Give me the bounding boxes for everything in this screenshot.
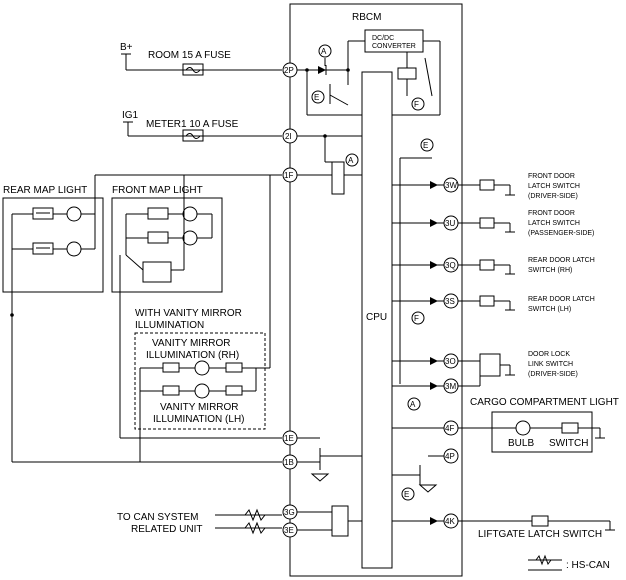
marker-f-1	[411, 97, 425, 111]
front-driver-label-2: LATCH SWITCH	[528, 183, 580, 190]
ig1-label: IG1	[122, 110, 139, 121]
switch-rear-lh	[479, 295, 495, 307]
vanity-mirror-box	[134, 332, 266, 430]
liftgate-switch	[531, 515, 549, 527]
rbcm-title: RBCM	[352, 12, 381, 23]
marker-a-1-label: A	[321, 47, 327, 56]
pin-4k-label: 4K	[445, 517, 455, 526]
marker-f-2-label: F	[414, 314, 419, 323]
marker-e-3	[401, 487, 415, 501]
door-lock-label-1: DOOR LOCK	[528, 351, 570, 358]
marker-e-1	[311, 90, 325, 104]
pin-3s-label: 3S	[445, 297, 455, 306]
marker-e-1-label: E	[314, 93, 319, 102]
cargo-title: CARGO COMPARTMENT LIGHT	[470, 397, 619, 408]
pin-3q-label: 3Q	[445, 261, 456, 270]
pin-3e-label: 3E	[284, 526, 294, 535]
vanity-title-1: WITH VANITY MIRROR	[135, 308, 242, 319]
rear-bulb-1	[66, 206, 82, 222]
marker-a-1	[318, 44, 332, 58]
front-driver-label-1: FRONT DOOR	[528, 173, 575, 180]
marker-f-2	[411, 311, 425, 325]
pin-3o-label: 3O	[445, 357, 456, 366]
switch-door-lock	[479, 353, 501, 377]
pin-3u-label: 3U	[445, 219, 455, 228]
front-pass-label-3: (PASSENGER-SIDE)	[528, 230, 594, 237]
can-label-1: TO CAN SYSTEM	[117, 512, 199, 523]
liftgate-label: LIFTGATE LATCH SWITCH	[478, 529, 602, 540]
marker-e-2-label: E	[423, 141, 428, 150]
rear-map-light-label: REAR MAP LIGHT	[3, 185, 87, 196]
marker-a-2-label: A	[348, 156, 354, 165]
vanity-title-2: ILLUMINATION	[135, 320, 204, 331]
pin-1b-label: 1B	[284, 458, 294, 467]
rear-map-light-box	[2, 197, 104, 293]
meter-fuse-label: METER1 10 A FUSE	[146, 119, 239, 130]
door-lock-label-3: (DRIVER-SIDE)	[528, 371, 578, 378]
vanity-rh-label-1: VANITY MIRROR	[152, 338, 231, 349]
front-map-light-box	[111, 197, 223, 293]
front-bulb-1	[182, 206, 198, 222]
dcdc-label-2: CONVERTER	[372, 43, 416, 50]
pin-1f-label: 1F	[284, 171, 293, 180]
room-fuse-label: ROOM 15 A FUSE	[148, 50, 231, 61]
cargo-light-box	[491, 411, 593, 453]
rear-lh-label-1: REAR DOOR LATCH	[528, 296, 595, 303]
cargo-bulb	[515, 420, 531, 436]
pin-4f-label: 4F	[445, 424, 454, 433]
marker-a-3-label: A	[410, 400, 416, 409]
marker-e-3-label: E	[404, 490, 409, 499]
rbcm-box	[289, 3, 463, 577]
cpu-label: CPU	[366, 312, 387, 323]
dcdc-label-1: DC/DC	[372, 35, 394, 42]
rear-rh-label-2: SWITCH (RH)	[528, 267, 572, 274]
can-label-2: RELATED UNIT	[131, 524, 203, 535]
bplus-label: B+	[120, 42, 133, 53]
can-transceiver	[331, 505, 349, 537]
vanity-lh-bulb	[194, 383, 210, 399]
switch-front-passenger	[479, 217, 495, 229]
front-map-light-label: FRONT MAP LIGHT	[112, 185, 203, 196]
vanity-lh-label-1: VANITY MIRROR	[160, 402, 239, 413]
room-fuse	[182, 63, 204, 76]
pin-1e-label: 1E	[284, 434, 294, 443]
output-driver	[331, 161, 345, 195]
switch-rear-rh	[479, 259, 495, 271]
rear-bulb-2	[66, 241, 82, 257]
cpu-box	[361, 71, 393, 569]
front-pass-label-2: LATCH SWITCH	[528, 220, 580, 227]
rear-rh-label-1: REAR DOOR LATCH	[528, 257, 595, 264]
vanity-lh-label-2: ILLUMINATION (LH)	[153, 414, 245, 425]
marker-a-2	[345, 153, 359, 167]
pin-2i-label: 2I	[285, 132, 292, 141]
switch-front-driver	[479, 179, 495, 191]
marker-a-3	[407, 397, 421, 411]
cargo-bulb-label: BULB	[508, 438, 534, 449]
cargo-switch	[561, 422, 579, 434]
pin-2p-label: 2P	[284, 66, 294, 75]
front-bulb-2	[182, 230, 198, 246]
rear-lh-label-2: SWITCH (LH)	[528, 306, 571, 313]
hs-can-legend: : HS-CAN	[566, 560, 610, 571]
pin-3w-label: 3W	[445, 181, 457, 190]
meter-fuse	[182, 129, 204, 142]
door-lock-label-2: LINK SWITCH	[528, 361, 573, 368]
pin-3m-label: 3M	[445, 382, 456, 391]
relay-coil	[397, 67, 417, 80]
cargo-switch-label: SWITCH	[549, 438, 588, 449]
pin-3g-label: 3G	[284, 508, 295, 517]
vanity-rh-label-2: ILLUMINATION (RH)	[146, 350, 239, 361]
front-driver-label-3: (DRIVER-SIDE)	[528, 193, 578, 200]
pin-4p-label: 4P	[445, 452, 455, 461]
marker-f-1-label: F	[414, 100, 419, 109]
front-pass-label-1: FRONT DOOR	[528, 210, 575, 217]
marker-e-2	[420, 138, 434, 152]
vanity-rh-bulb	[194, 360, 210, 376]
